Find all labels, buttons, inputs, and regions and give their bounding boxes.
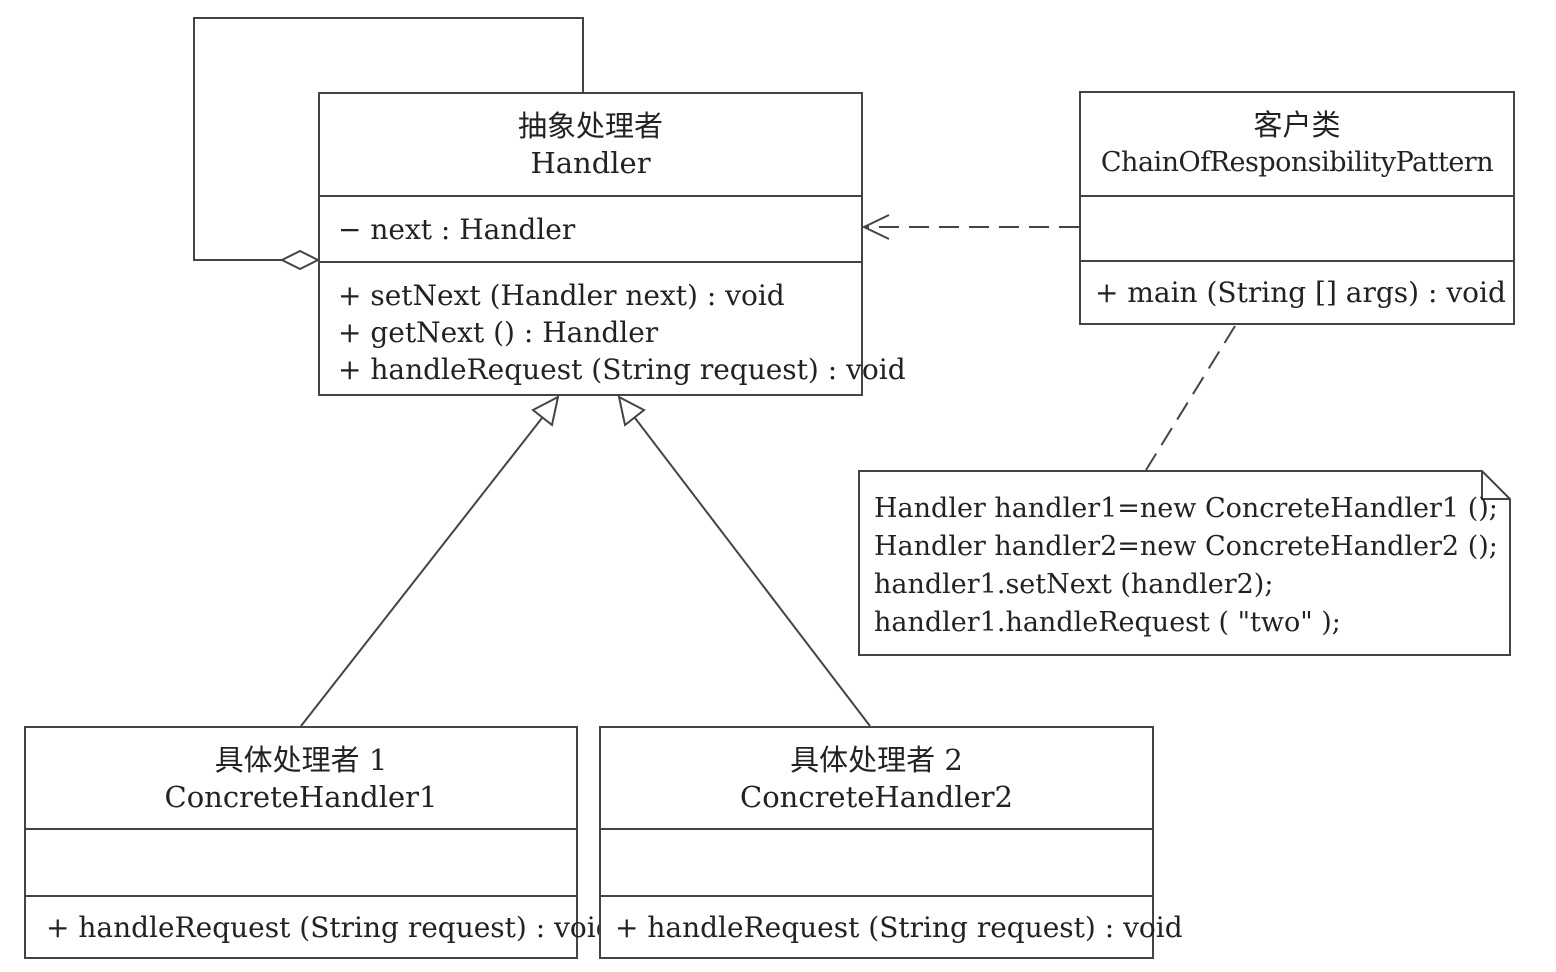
class-handler-operations: + setNext (Handler next) : void + getNex…: [320, 261, 906, 388]
class-en-name: Handler: [530, 146, 651, 180]
note-line: Handler handler1=new ConcreteHandler1 ()…: [874, 493, 1498, 524]
generalization-line-2: [634, 417, 871, 727]
operation: + setNext (Handler next) : void: [338, 279, 785, 312]
class-en-name: ChainOfResponsibilityPattern: [1100, 147, 1494, 178]
class-concrete-handler-1-attributes: [26, 828, 576, 895]
generalization-arrow-icon-1: [531, 395, 560, 427]
note-shape: [858, 470, 1511, 656]
operation: + handleRequest (String request) : void: [46, 911, 614, 944]
class-en-name: ConcreteHandler2: [740, 780, 1013, 814]
operation: + handleRequest (String request) : void: [615, 911, 1183, 944]
self-aggregation-line: [193, 17, 584, 261]
class-concrete-handler-1: 具体处理者 1 ConcreteHandler1 + handleRequest…: [24, 726, 614, 959]
class-cn-name: 具体处理者 2: [790, 743, 963, 777]
class-concrete-handler-2-operations: + handleRequest (String request) : void: [601, 895, 1183, 946]
class-client-name: 客户类 ChainOfResponsibilityPattern: [1081, 93, 1513, 195]
generalization-arrow-icon-2: [617, 395, 646, 427]
dependency-arrow-icon: [861, 214, 890, 240]
operation: + getNext () : Handler: [338, 316, 659, 349]
class-concrete-handler-1-name: 具体处理者 1 ConcreteHandler1: [26, 728, 576, 828]
class-client-operations: + main (String [] args) : void: [1081, 260, 1513, 311]
operation: + handleRequest (String request) : void: [338, 353, 906, 386]
class-client-attributes: [1081, 195, 1513, 260]
class-concrete-handler-2: 具体处理者 2 ConcreteHandler2 + handleRequest…: [599, 726, 1183, 959]
note-anchor-line: [1145, 325, 1236, 471]
operation: + main (String [] args) : void: [1095, 276, 1506, 309]
note-lines: Handler handler1=new ConcreteHandler1 ()…: [874, 490, 1498, 642]
code-note: Handler handler1=new ConcreteHandler1 ()…: [858, 470, 1511, 656]
attribute: − next : Handler: [338, 213, 576, 246]
class-handler-attributes: − next : Handler: [320, 195, 861, 261]
class-handler-name: 抽象处理者 Handler: [320, 94, 861, 195]
class-cn-name: 抽象处理者: [517, 109, 663, 143]
class-client: 客户类 ChainOfResponsibilityPattern + main …: [1079, 91, 1515, 325]
class-cn-name: 客户类: [1253, 108, 1341, 142]
class-en-name: ConcreteHandler1: [164, 780, 438, 814]
class-concrete-handler-2-name: 具体处理者 2 ConcreteHandler2: [601, 728, 1152, 828]
note-line: Handler handler2=new ConcreteHandler2 ()…: [874, 531, 1498, 562]
class-concrete-handler-2-attributes: [601, 828, 1152, 895]
class-concrete-handler-1-operations: + handleRequest (String request) : void: [26, 895, 614, 946]
class-handler: 抽象处理者 Handler − next : Handler + setNext…: [318, 92, 906, 396]
note-line: handler1.handleRequest ( "two" );: [874, 607, 1341, 638]
class-cn-name: 具体处理者 1: [214, 743, 388, 777]
generalization-line-1: [300, 417, 543, 727]
note-line: handler1.setNext (handler2);: [874, 569, 1274, 600]
aggregation-diamond-icon: [279, 249, 321, 271]
